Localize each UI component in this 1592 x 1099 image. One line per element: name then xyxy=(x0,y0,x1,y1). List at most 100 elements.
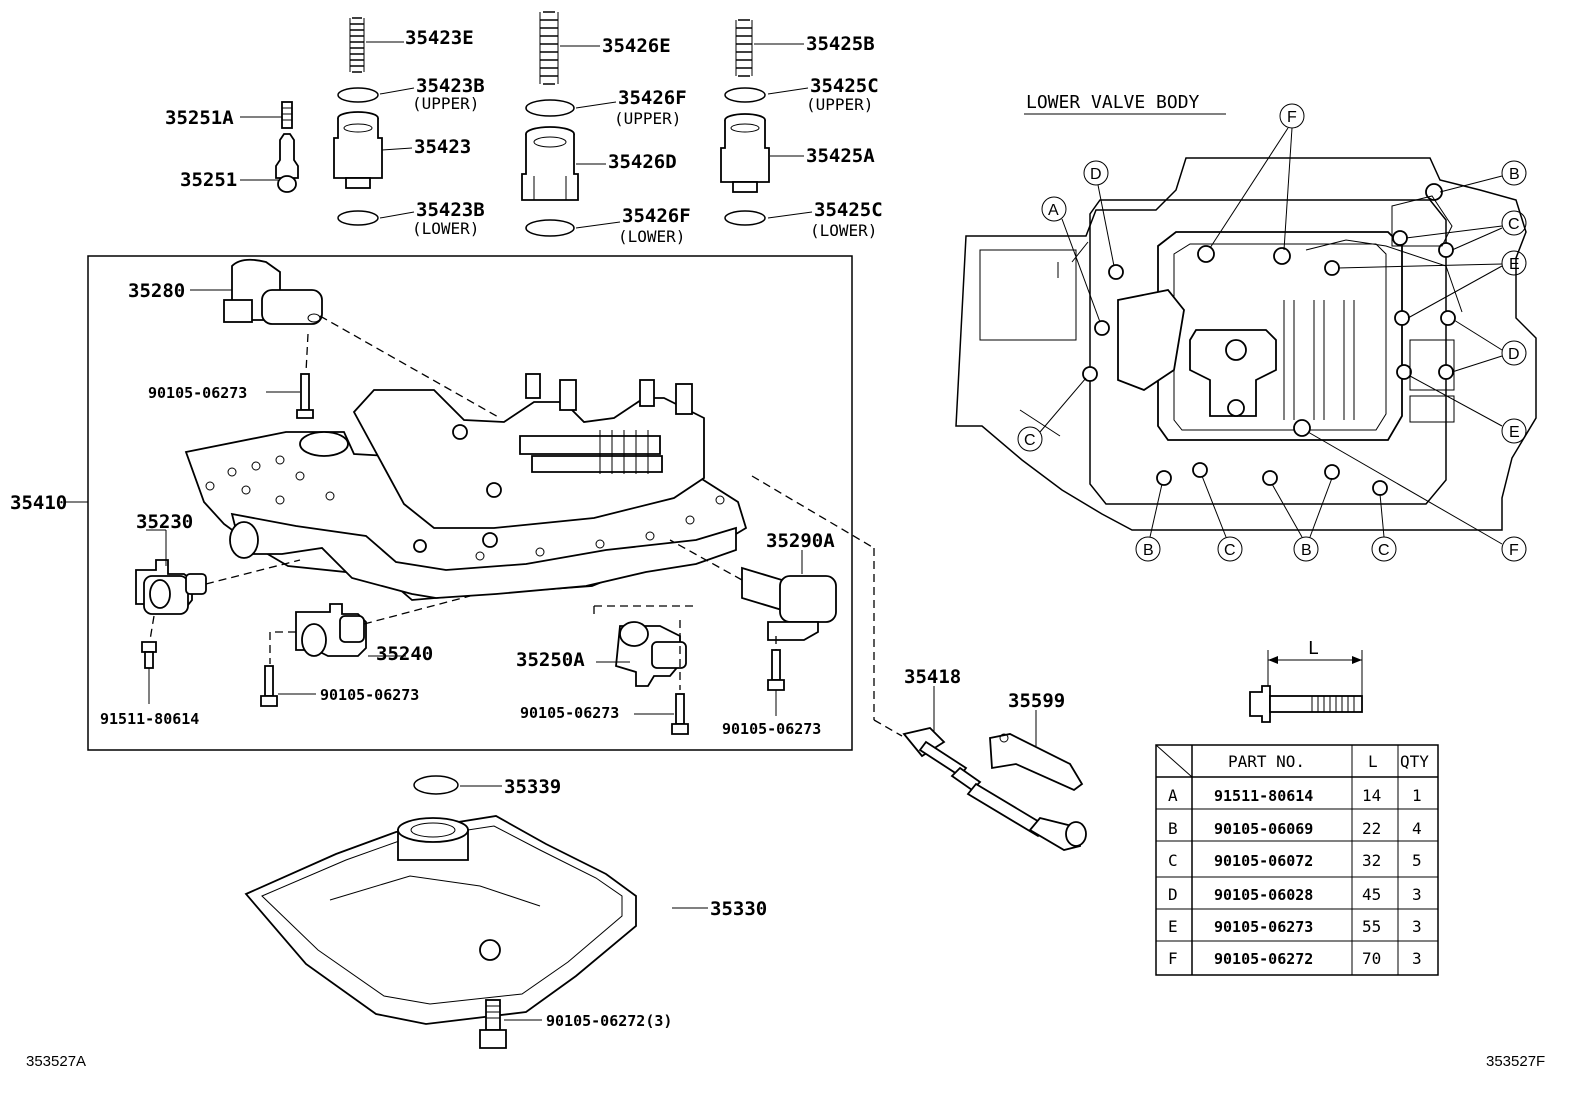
table-row: D 90105-06028 45 3 xyxy=(1168,885,1422,904)
table-cell-key: D xyxy=(1168,885,1178,904)
callout-35250A: 35250A xyxy=(516,649,585,671)
callout-35425C-lower: 35425C xyxy=(814,199,883,221)
spring-35425B xyxy=(735,19,753,77)
spring-35426E xyxy=(539,11,559,85)
marker-D-top: D xyxy=(1083,160,1115,267)
marker-C-bottom-left: C xyxy=(1201,475,1243,562)
bolt-90105-06273-a xyxy=(296,373,314,419)
svg-text:D: D xyxy=(1090,166,1102,183)
marker-C-left: C xyxy=(1017,377,1087,452)
table-row: A 91511-80614 14 1 xyxy=(1168,786,1422,805)
oring-35425C-lower xyxy=(724,210,766,226)
svg-text:A: A xyxy=(1048,202,1059,219)
oil-strainer-35330 xyxy=(244,815,637,1025)
svg-text:F: F xyxy=(1509,542,1519,559)
table-cell-key: B xyxy=(1168,819,1178,838)
callout-35423B-lower-note: (LOWER) xyxy=(412,219,479,238)
callout-35426D: 35426D xyxy=(608,151,677,173)
svg-text:C: C xyxy=(1224,542,1236,559)
marker-B-bottom: B xyxy=(1271,477,1333,562)
callout-35426F-upper: 35426F xyxy=(618,87,687,109)
table-cell-part-no: 90105-06028 xyxy=(1214,886,1313,904)
callout-35425C-lower-note: (LOWER) xyxy=(810,221,877,240)
callout-35423B-upper: 35423B xyxy=(416,75,485,97)
figure-ref-left: 353527A xyxy=(26,1053,86,1070)
bolt-90105-06273-d xyxy=(767,649,785,691)
marker-B-bottom-left: B xyxy=(1135,483,1163,562)
callout-bolt-b: 90105-06273 xyxy=(320,686,419,704)
table-cell-length: 32 xyxy=(1362,851,1381,870)
callout-bolt-c: 90105-06273 xyxy=(520,704,619,722)
oring-35423B-upper xyxy=(337,87,379,103)
figure-ref-right: 353527F xyxy=(1486,1053,1545,1070)
bolt-90105-06273-b xyxy=(260,665,278,707)
bracket-35599 xyxy=(989,733,1084,792)
table-cell-key: C xyxy=(1168,851,1178,870)
svg-text:E: E xyxy=(1509,424,1520,441)
svg-text:C: C xyxy=(1378,542,1390,559)
callout-35423B-upper-note: (UPPER) xyxy=(412,94,479,113)
plug-35251 xyxy=(275,133,299,193)
table-cell-qty: 4 xyxy=(1412,819,1422,838)
callout-bolt-a: 90105-06273 xyxy=(148,384,247,402)
table-cell-part-no: 90105-06273 xyxy=(1214,918,1313,936)
callout-35423B-lower: 35423B xyxy=(416,199,485,221)
spring-35423E xyxy=(349,17,365,73)
marker-E-right: E xyxy=(1337,250,1527,319)
bolt-90105-06273-c xyxy=(671,693,689,735)
callout-35339: 35339 xyxy=(504,776,561,798)
valve-35423 xyxy=(333,111,383,189)
callout-35425C-upper: 35425C xyxy=(810,75,879,97)
marker-F-top: F xyxy=(1209,103,1305,251)
table-header-part-no: PART NO. xyxy=(1228,752,1305,771)
callout-35599: 35599 xyxy=(1008,690,1065,712)
solenoid-35230 xyxy=(135,559,207,615)
svg-text:E: E xyxy=(1509,256,1520,273)
bolt-length-diagram: L xyxy=(1249,638,1363,723)
callout-bolt-91511: 91511-80614 xyxy=(100,710,199,728)
callout-35426F-lower: 35426F xyxy=(622,205,691,227)
bolt-91511-80614 xyxy=(141,641,157,669)
pin-35251A xyxy=(281,101,293,129)
valve-35425A xyxy=(720,113,770,193)
lower-valve-body-title: LOWER VALVE BODY xyxy=(1026,92,1200,113)
dimension-L-label: L xyxy=(1308,638,1319,659)
table-header-l: L xyxy=(1368,752,1378,771)
table-cell-part-no: 91511-80614 xyxy=(1214,787,1313,805)
callout-35423E: 35423E xyxy=(405,27,474,49)
solenoid-35250A xyxy=(615,621,687,687)
table-cell-key: E xyxy=(1168,917,1178,936)
table-cell-length: 45 xyxy=(1362,885,1381,904)
table-header-qty: QTY xyxy=(1400,752,1429,771)
svg-text:B: B xyxy=(1509,166,1520,183)
callout-35251: 35251 xyxy=(180,169,237,191)
svg-text:B: B xyxy=(1143,542,1154,559)
callout-35426E: 35426E xyxy=(602,35,671,57)
table-cell-part-no: 90105-06069 xyxy=(1214,820,1313,838)
callout-35426F-upper-note: (UPPER) xyxy=(614,109,681,128)
table-cell-qty: 3 xyxy=(1412,885,1422,904)
marker-C-right: C xyxy=(1405,210,1527,251)
oring-35426F-upper xyxy=(525,99,575,117)
marker-E-lower: E xyxy=(1409,375,1527,444)
oring-35426F-lower xyxy=(525,219,575,237)
callout-35410: 35410 xyxy=(10,492,67,514)
callout-35251A: 35251A xyxy=(165,107,234,129)
valve-body-assembly-frame xyxy=(87,255,853,751)
table-cell-length: 55 xyxy=(1362,917,1381,936)
table-cell-key: A xyxy=(1168,786,1178,805)
solenoid-35280 xyxy=(223,258,323,325)
oring-35339 xyxy=(413,775,459,795)
table-cell-qty: 1 xyxy=(1412,786,1422,805)
marker-B-top: B xyxy=(1439,160,1527,193)
table-cell-qty: 3 xyxy=(1412,949,1422,968)
valve-body-35410 xyxy=(184,373,748,601)
oring-35423B-lower xyxy=(337,210,379,226)
table-cell-length: 14 xyxy=(1362,786,1381,805)
